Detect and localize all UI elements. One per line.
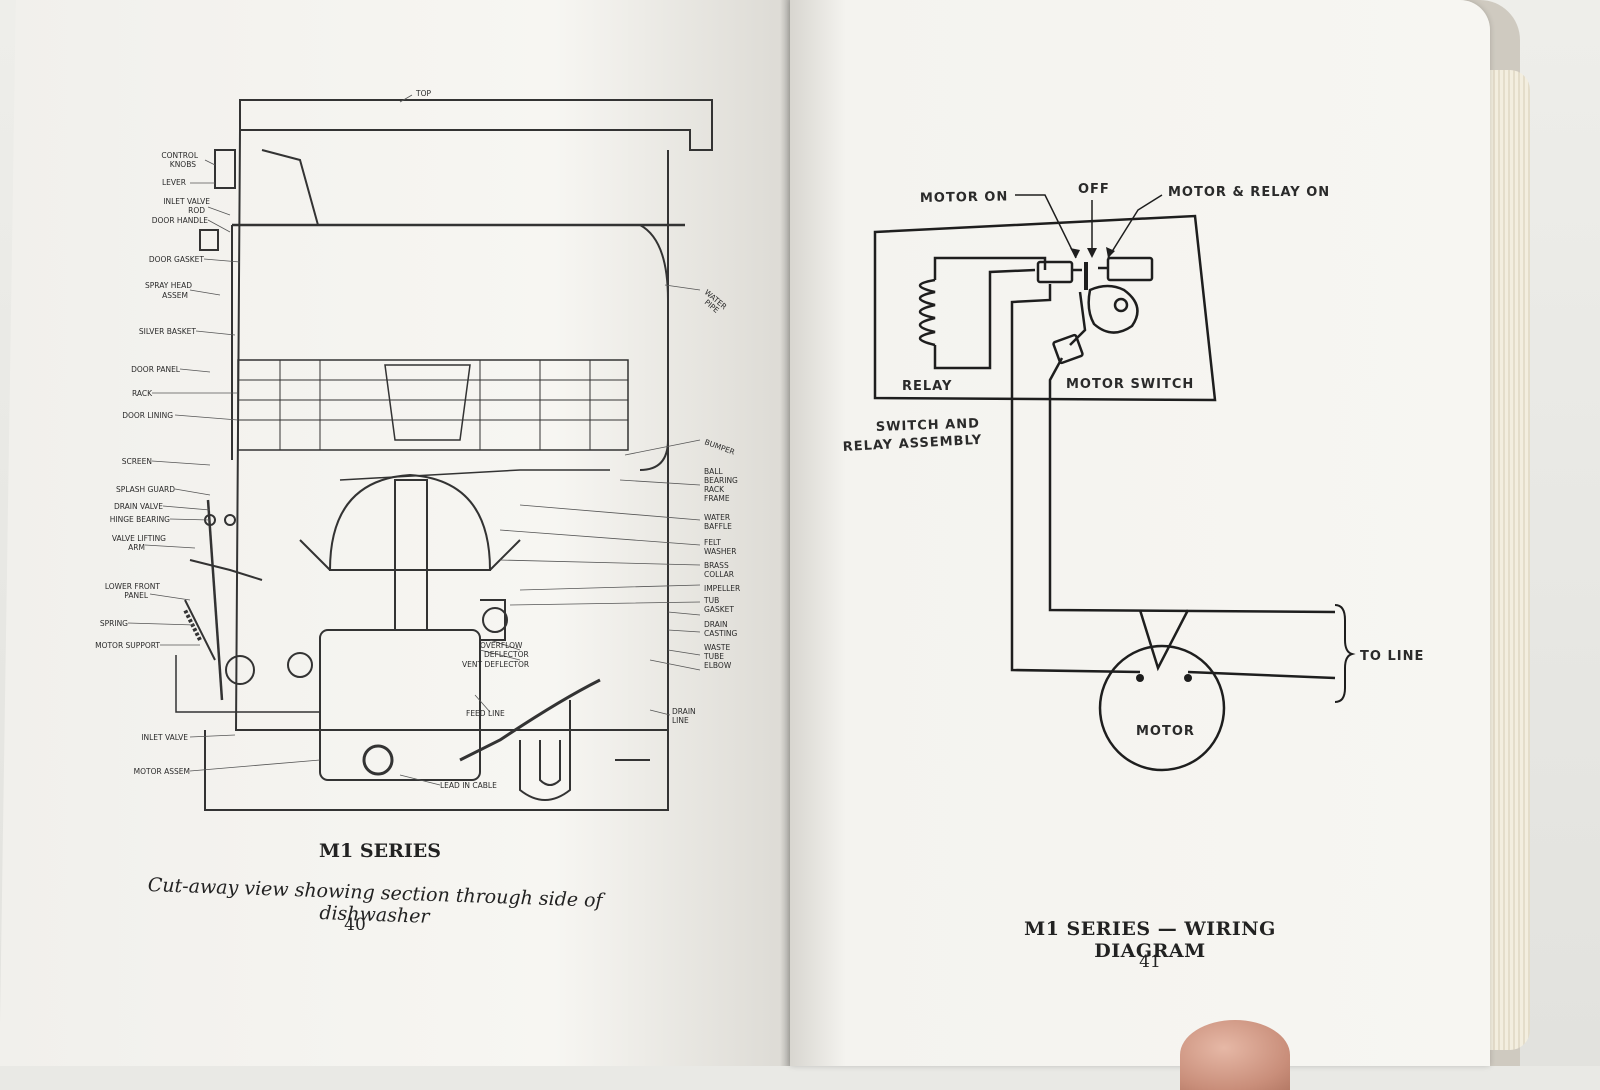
label-drain-valve: DRAIN VALVE — [114, 502, 163, 511]
label-door-lining: DOOR LINING — [122, 411, 173, 420]
label-motor: MOTOR — [1136, 724, 1195, 739]
label-ball-bearing: BALL — [704, 467, 723, 476]
label-bumper: BUMPER — [703, 437, 736, 456]
label-control-knobs: CONTROL — [161, 151, 198, 160]
label-inlet-valve-rod: INLET VALVE — [163, 197, 210, 206]
left-page-number: 40 — [344, 915, 366, 935]
label-to-line: TO LINE — [1360, 649, 1424, 664]
label-switch-and: SWITCH AND — [876, 416, 981, 435]
right-page-number: 41 — [1139, 952, 1161, 972]
label-spray-head-2: ASSEM — [162, 291, 188, 300]
label-overflow-deflector-2: DEFLECTOR — [484, 650, 529, 659]
label-overflow-deflector: OVERFLOW — [480, 641, 523, 650]
label-water-baffle: WATER — [704, 513, 730, 522]
label-waste-tube-elbow-2: TUBE — [703, 652, 724, 661]
label-motor-relay-on: MOTOR & RELAY ON — [1168, 185, 1330, 200]
label-spray-head: SPRAY HEAD — [145, 281, 192, 290]
label-relay: RELAY — [902, 379, 952, 394]
label-drain-casting-2: CASTING — [704, 629, 738, 638]
label-splash-guard: SPLASH GUARD — [116, 485, 175, 494]
label-drain-line: DRAIN — [672, 707, 696, 716]
label-valve-lifting-arm: VALVE LIFTING — [112, 534, 166, 543]
label-tub-gasket-2: GASKET — [704, 605, 734, 614]
label-drain-casting: DRAIN — [704, 620, 728, 629]
label-door-panel: DOOR PANEL — [131, 365, 181, 374]
label-spring: SPRING — [100, 619, 128, 628]
label-rack: RACK — [132, 389, 153, 398]
label-top: TOP — [415, 89, 431, 98]
label-brass-collar: BRASS — [704, 561, 729, 570]
label-felt-washer: FELT — [704, 538, 721, 547]
label-motor-on: MOTOR ON — [920, 189, 1009, 206]
label-off: OFF — [1078, 182, 1110, 197]
label-water-baffle-2: BAFFLE — [704, 522, 732, 531]
label-brass-collar-2: COLLAR — [704, 570, 734, 579]
label-control-knobs-2: KNOBS — [170, 160, 196, 169]
dishwasher-cutaway-diagram: CONTROL KNOBS LEVER INLET VALVE ROD DOOR… — [95, 89, 740, 811]
label-impeller: IMPELLER — [704, 584, 740, 593]
left-page: CONTROL KNOBS LEVER INLET VALVE ROD DOOR… — [0, 0, 792, 1066]
left-figure-title: M1 SERIES — [319, 840, 441, 862]
label-drain-line-2: LINE — [672, 716, 689, 725]
label-motor-support: MOTOR SUPPORT — [95, 641, 160, 650]
label-motor-assem: MOTOR ASSEM — [134, 767, 190, 776]
label-relay-assembly: RELAY ASSEMBLY — [842, 433, 982, 455]
label-door-gasket: DOOR GASKET — [149, 255, 205, 264]
label-ball-bearing-2: BEARING — [704, 476, 738, 485]
label-feed-line: FEED LINE — [466, 709, 505, 718]
label-inlet-valve-rod-2: ROD — [188, 206, 205, 215]
label-screen: SCREEN — [122, 457, 152, 466]
label-lead-in-cable: LEAD IN CABLE — [440, 781, 497, 790]
right-figure-caption: M1 SERIES — WIRING DIAGRAM — [1024, 918, 1276, 962]
label-waste-tube-elbow-3: ELBOW — [704, 661, 732, 670]
label-door-handle: DOOR HANDLE — [152, 216, 209, 225]
label-vent-deflector: VENT DEFLECTOR — [462, 660, 529, 669]
right-page: MOTOR ON OFF MOTOR & RELAY ON RELAY MOTO… — [790, 0, 1490, 1066]
label-motor-switch: MOTOR SWITCH — [1066, 377, 1194, 392]
label-lower-front-panel: LOWER FRONT — [105, 582, 161, 591]
wiring-diagram: MOTOR ON OFF MOTOR & RELAY ON RELAY MOTO… — [842, 182, 1424, 772]
label-rack-frame: RACK — [704, 485, 725, 494]
label-waste-tube-elbow: WASTE — [704, 643, 730, 652]
label-felt-washer-2: WASHER — [704, 547, 737, 556]
label-lower-front-panel-2: PANEL — [124, 591, 149, 600]
label-valve-lifting-arm-2: ARM — [128, 543, 145, 552]
thumb — [1180, 1020, 1290, 1090]
label-tub-gasket: TUB — [703, 596, 719, 605]
label-hinge-bearing: HINGE BEARING — [110, 515, 170, 524]
label-rack-frame-2: FRAME — [704, 494, 730, 503]
label-lever: LEVER — [162, 178, 186, 187]
label-silver-basket: SILVER BASKET — [139, 327, 196, 336]
label-inlet-valve: INLET VALVE — [141, 733, 188, 742]
